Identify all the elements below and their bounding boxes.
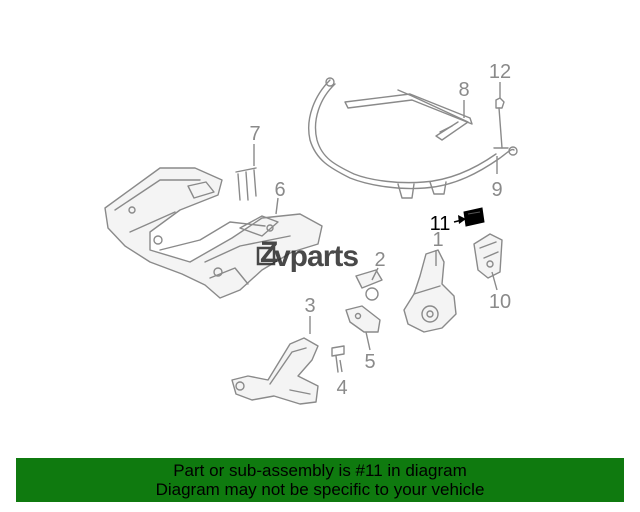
- callout-12: 12: [489, 61, 511, 83]
- part-5-bracket[interactable]: [345, 305, 381, 333]
- callout-8: 8: [458, 79, 469, 101]
- watermark-logo: Z vparts: [256, 236, 359, 273]
- watermark-letter: Z: [260, 236, 278, 269]
- footer-banner: Part or sub-assembly is #11 in diagram D…: [16, 458, 624, 502]
- footer-line-1: Part or sub-assembly is #11 in diagram: [173, 461, 467, 480]
- part-12-link[interactable]: [493, 97, 509, 149]
- callout-2: 2: [374, 249, 385, 271]
- part-7-bracket[interactable]: [235, 167, 257, 201]
- callout-5: 5: [364, 351, 375, 373]
- part-6-crossmember[interactable]: [104, 167, 323, 299]
- callout-1: 1: [432, 229, 443, 251]
- part-2-ball-joint[interactable]: [355, 269, 383, 301]
- part-3-control-arm[interactable]: [231, 337, 319, 405]
- part-9-stabilizer-bar[interactable]: [308, 77, 518, 199]
- callout-11: 11: [430, 213, 451, 235]
- watermark-text: vparts: [274, 240, 358, 273]
- part-8-brace[interactable]: [344, 89, 473, 141]
- callout-3: 3: [304, 295, 315, 317]
- footer-line-2: Diagram may not be specific to your vehi…: [155, 480, 485, 499]
- part-10-bracket[interactable]: [473, 233, 503, 279]
- part-4-bolt[interactable]: [331, 345, 345, 373]
- callout-9: 9: [491, 179, 502, 201]
- callout-4: 4: [336, 377, 347, 399]
- callout-6: 6: [274, 179, 285, 201]
- callout-10: 10: [489, 291, 511, 313]
- callout-7: 7: [249, 123, 260, 145]
- part-11-bushing[interactable]: [463, 207, 485, 227]
- part-1-knuckle[interactable]: [403, 249, 457, 333]
- leader-lines: [253, 82, 501, 373]
